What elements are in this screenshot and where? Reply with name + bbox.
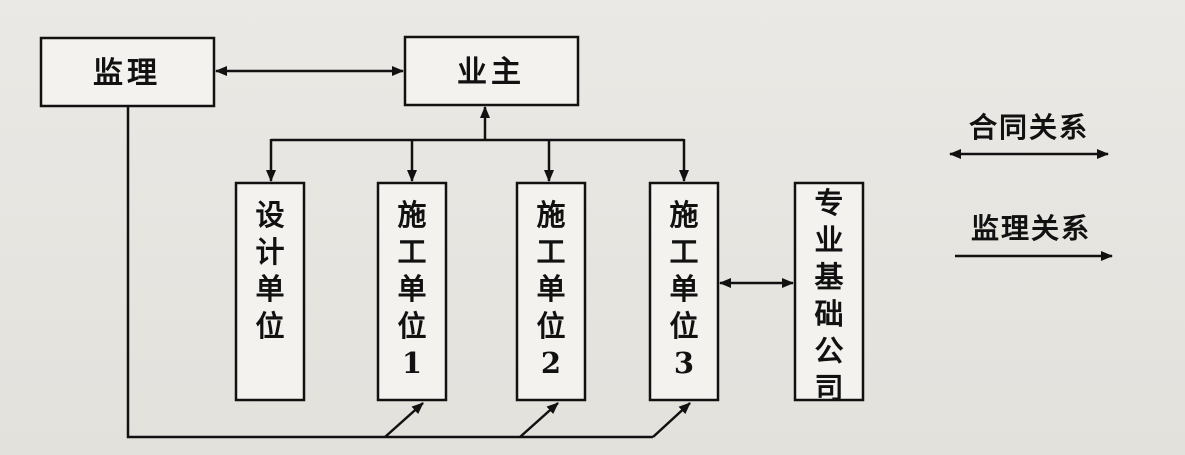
design-unit-box <box>234 181 306 402</box>
contractor-3-box <box>648 181 720 402</box>
design-unit-label: 设计单位 <box>255 198 284 343</box>
supervisor-label: 监理 <box>93 56 161 91</box>
legend-supervision-label: 监理关系 <box>971 212 1091 245</box>
contractor-1-box <box>376 181 448 402</box>
owner-box <box>403 35 580 107</box>
foundation-company-box <box>793 181 865 402</box>
supervision-to-contractor-1-arrow <box>384 402 424 438</box>
supervision-to-contractor-3-arrow <box>652 402 691 438</box>
supervision-line <box>126 106 653 439</box>
foundation-company-label: 专业基础公司 <box>814 186 844 405</box>
supervision-to-contractor-2-arrow <box>519 402 559 438</box>
legend-contract-label: 合同关系 <box>969 111 1089 144</box>
owner-label: 业主 <box>457 55 525 90</box>
supervisor-box <box>39 36 216 108</box>
contractor-2-box <box>515 181 587 402</box>
